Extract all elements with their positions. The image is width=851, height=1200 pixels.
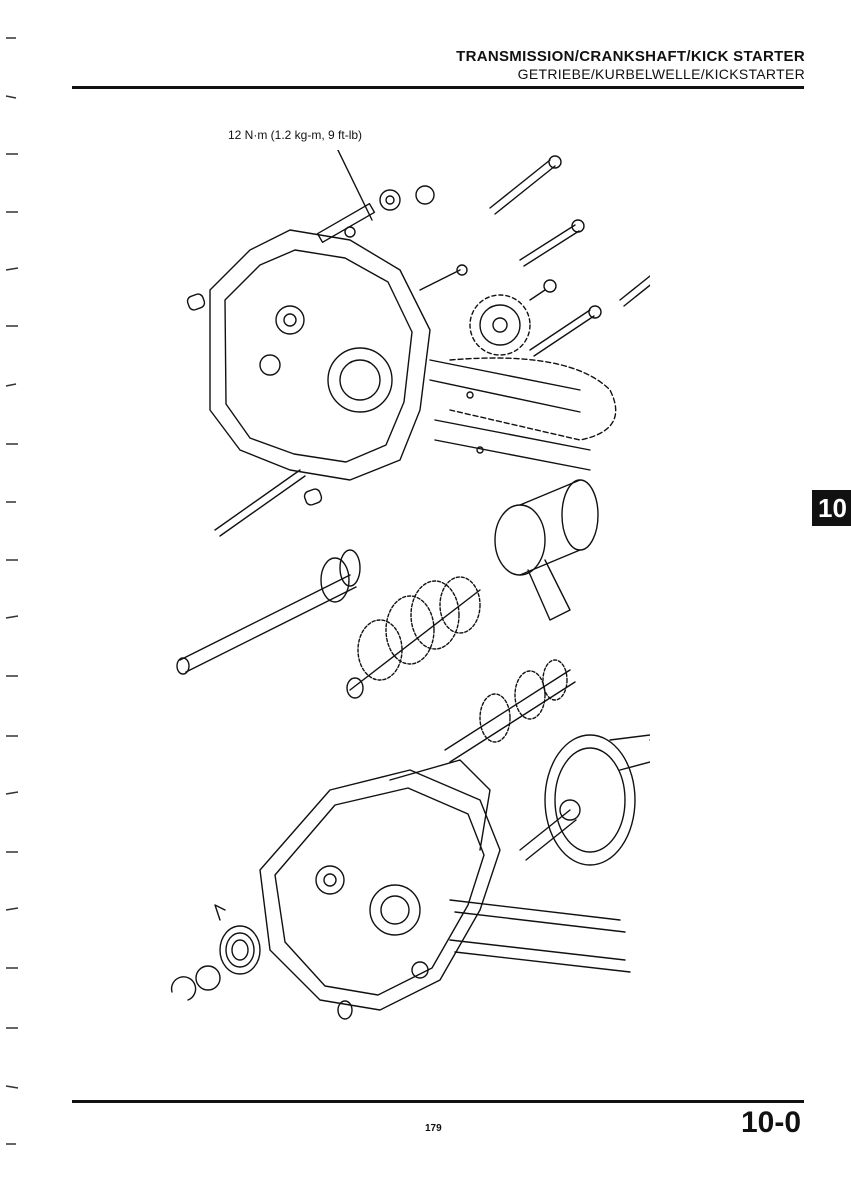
drive-sprocket — [469, 294, 531, 356]
drive-chain — [449, 357, 617, 441]
footer-rule — [72, 1100, 804, 1103]
gearshift-drum — [494, 479, 599, 621]
exploded-view-diagram — [150, 143, 701, 1030]
crankshaft-assembly — [519, 719, 701, 866]
spring-collar — [195, 965, 221, 991]
torque-callout: 12 N·m (1.2 kg-m, 9 ft-lb) — [228, 128, 363, 142]
drain-bolt — [337, 1000, 353, 1020]
circlip — [170, 976, 197, 1001]
binding-marks — [5, 37, 19, 1145]
left-crankcase-half — [209, 229, 591, 481]
countershaft-gears — [346, 576, 481, 699]
page-header-title: TRANSMISSION/CRANKSHAFT/KICK STARTER — [456, 48, 805, 65]
section-number: 10-0 — [740, 1106, 801, 1139]
right-crankcase-half — [259, 759, 631, 1011]
section-tab: 10 — [812, 490, 851, 526]
exploded-view-drawing — [170, 143, 701, 1020]
mainshaft — [176, 549, 361, 675]
torque-leader-line — [334, 143, 373, 221]
shift-shaft-gears — [444, 659, 576, 763]
page-number: 179 — [425, 1123, 442, 1134]
header-rule — [72, 86, 804, 89]
kick-starter-spring — [214, 904, 261, 975]
page-header-subtitle: GETRIEBE/KURBELWELLE/KICKSTARTER — [517, 66, 805, 82]
